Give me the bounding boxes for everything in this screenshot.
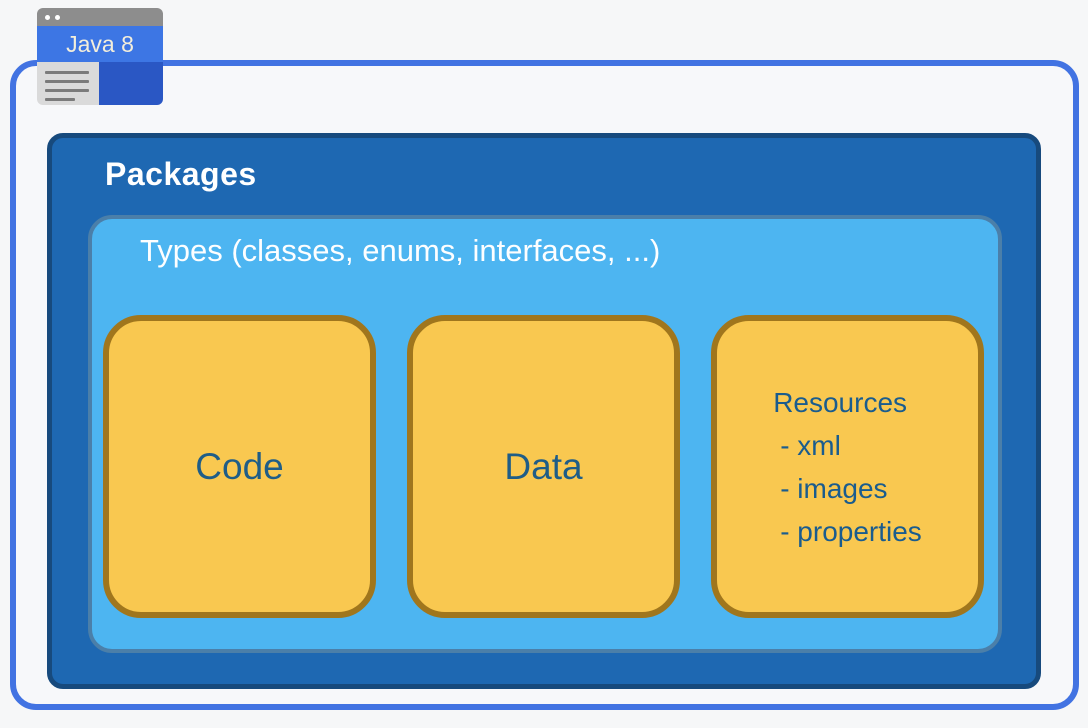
text-line bbox=[45, 80, 89, 83]
resources-box: Resources - xml - images - properties bbox=[711, 315, 984, 618]
content-panel bbox=[99, 62, 163, 105]
types-label: Types (classes, enums, interfaces, ...) bbox=[140, 233, 661, 268]
tab-title: Java 8 bbox=[37, 26, 163, 62]
packages-container: Packages Types (classes, enums, interfac… bbox=[47, 133, 1041, 689]
text-line bbox=[45, 71, 89, 74]
code-label: Code bbox=[195, 445, 284, 487]
type-content-row: Code Data Resources - xml - images - pro… bbox=[103, 315, 984, 618]
text-line bbox=[45, 98, 75, 101]
window-titlebar bbox=[37, 8, 163, 26]
text-line bbox=[45, 89, 89, 92]
data-box: Data bbox=[407, 315, 680, 618]
text-lines-icon bbox=[37, 62, 99, 105]
packages-label: Packages bbox=[105, 156, 257, 192]
resources-label: Resources bbox=[773, 386, 908, 418]
window-content bbox=[37, 62, 163, 105]
data-label: Data bbox=[504, 445, 583, 487]
window-dot-icon bbox=[45, 14, 50, 20]
browser-window-icon: Java 8 bbox=[37, 8, 163, 105]
resources-item: - images bbox=[780, 472, 888, 504]
resources-item: - xml bbox=[780, 429, 841, 461]
code-box: Code bbox=[103, 315, 376, 618]
resources-item: - properties bbox=[780, 515, 922, 547]
types-container: Types (classes, enums, interfaces, ...) … bbox=[88, 215, 1002, 653]
resources-text: Resources - xml - images - properties bbox=[773, 381, 922, 553]
window-dot-icon bbox=[55, 14, 60, 20]
